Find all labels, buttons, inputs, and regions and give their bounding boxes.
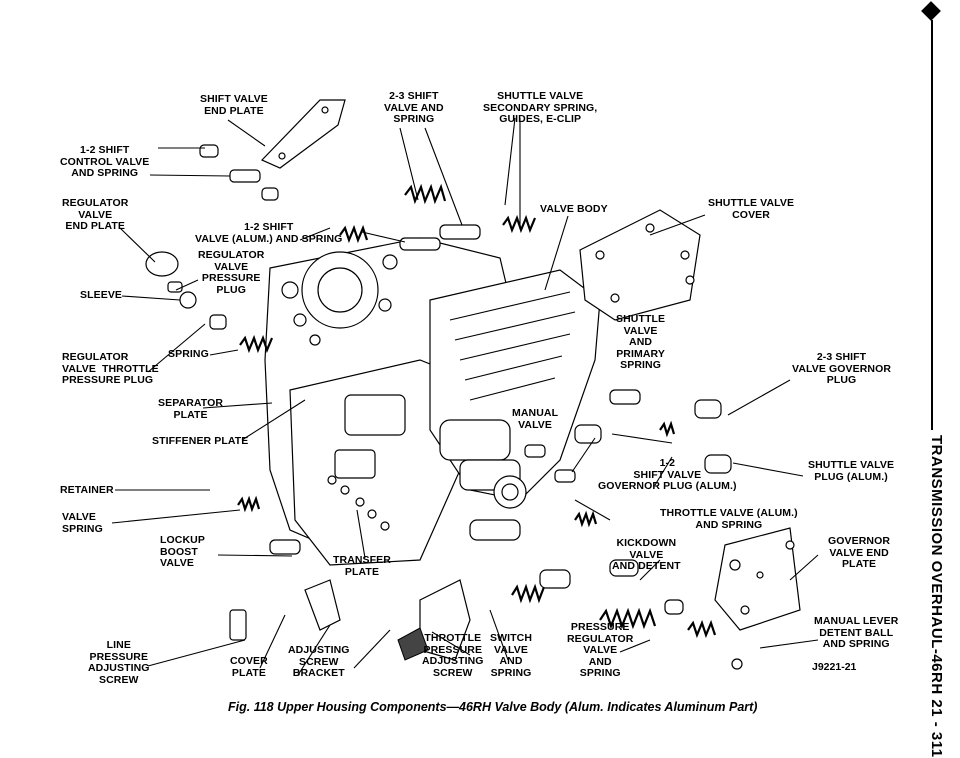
label-shuttle-valve-plug: SHUTTLE VALVE PLUG (ALUM.): [808, 459, 895, 483]
diagram-artwork: [111, 99, 819, 676]
figure-id: J9221-21: [812, 661, 857, 673]
label-valve-body: VALVE BODY: [540, 203, 608, 215]
label-stiffener-plate: STIFFENER PLATE: [152, 435, 249, 447]
header-rule: [931, 20, 933, 430]
shift-valve-end-plate-shape: [260, 99, 346, 169]
side-page-header: TRANSMISSION OVERHAUL-46RH 21 - 311: [928, 435, 945, 758]
label-2-3-shift-valve-spring: 2-3 SHIFT VALVE AND SPRING: [384, 90, 444, 125]
label-adjusting-screw-bracket: ADJUSTING SCREW BRACKET: [288, 644, 350, 679]
label-spring: SPRING: [168, 348, 209, 360]
label-retainer: RETAINER: [60, 484, 114, 496]
label-lockup-boost: LOCKUP BOOST VALVE: [160, 534, 205, 569]
label-regulator-end-plate: REGULATOR VALVE END PLATE: [62, 197, 129, 232]
label-kickdown-valve: KICKDOWN VALVE AND DETENT: [612, 537, 681, 572]
label-valve-spring: VALVE SPRING: [62, 511, 103, 535]
stiffener-plate-shape: [289, 359, 471, 566]
label-1-2-shift-valve: 1-2 SHIFT VALVE (ALUM.) AND SPRING: [195, 221, 343, 245]
figure-caption: Fig. 118 Upper Housing Components—46RH V…: [228, 700, 758, 714]
label-transfer-plate: TRANSFER PLATE: [333, 554, 391, 578]
label-shuttle-valve-cover: SHUTTLE VALVE COVER: [708, 197, 795, 221]
label-throttle-pressure-screw: THROTTLE PRESSURE ADJUSTING SCREW: [422, 632, 484, 679]
label-2-3-governor-plug: 2-3 SHIFT VALVE GOVERNOR PLUG: [792, 351, 892, 386]
label-line-pressure-screw: LINE PRESSURE ADJUSTING SCREW: [88, 639, 150, 686]
label-manual-lever-detent: MANUAL LEVER DETENT BALL AND SPRING: [814, 615, 899, 650]
label-cover-plate: COVER PLATE: [230, 655, 268, 679]
leader-lines: [111, 117, 819, 676]
label-manual-valve: MANUAL VALVE: [512, 407, 559, 431]
label-regulator-pressure-plug: REGULATOR VALVE PRESSURE PLUG: [198, 249, 265, 296]
label-1-2-shift-control: 1-2 SHIFT CONTROL VALVE AND SPRING: [60, 144, 150, 179]
label-pressure-regulator: PRESSURE REGULATOR VALVE AND SPRING: [567, 621, 634, 679]
label-regulator-throttle-plug: REGULATOR VALVE THROTTLE PRESSURE PLUG: [62, 351, 159, 386]
label-shuttle-secondary: SHUTTLE VALVE SECONDARY SPRING, GUIDES, …: [483, 90, 598, 125]
label-shift-valve-end-plate: SHIFT VALVE END PLATE: [200, 93, 268, 117]
shuttle-cover-shape: [579, 209, 701, 321]
label-separator-plate: SEPARATOR PLATE: [158, 397, 224, 421]
label-shuttle-primary: SHUTTLE VALVE AND PRIMARY SPRING: [616, 313, 666, 371]
regulator-end-plate-shape: [145, 251, 179, 277]
label-1-2-governor-plug: 1-2 SHIFT VALVE GOVERNOR PLUG (ALUM.): [598, 457, 737, 492]
label-sleeve: SLEEVE: [80, 289, 123, 301]
exploded-diagram: SHIFT VALVE END PLATE 2-3 SHIFT VALVE AN…: [60, 90, 899, 714]
label-throttle-valve: THROTTLE VALVE (ALUM.) AND SPRING: [660, 507, 798, 531]
label-governor-end-plate: GOVERNOR VALVE END PLATE: [828, 535, 891, 570]
label-switch-valve: SWITCH VALVE AND SPRING: [490, 632, 533, 679]
governor-end-plate-shape: [714, 527, 801, 631]
